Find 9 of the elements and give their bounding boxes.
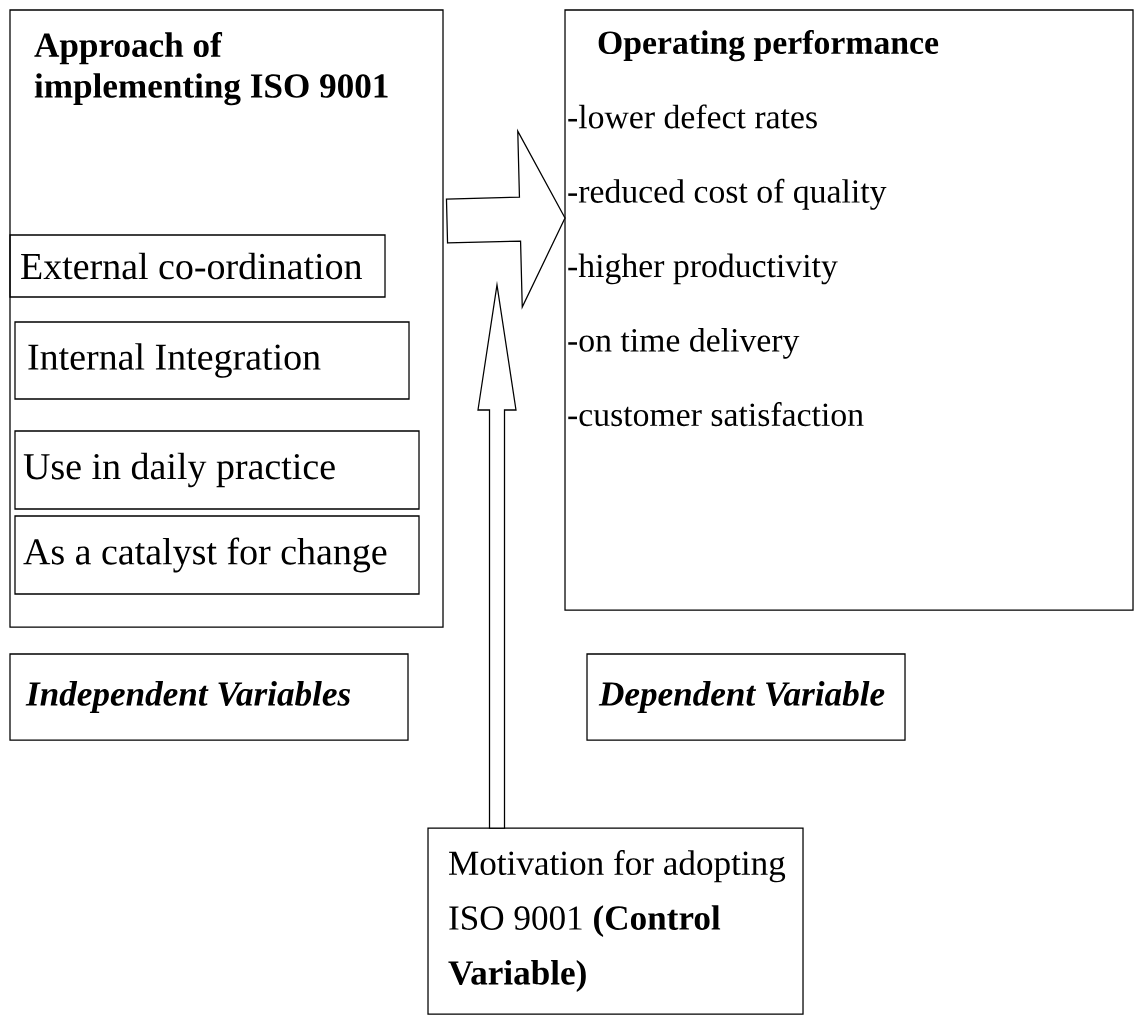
variable-box: Independent Variables <box>9 653 409 741</box>
item-box: Use in daily practice <box>14 430 420 510</box>
control-box: Motivation for adopting ISO 9001 (Control Variable) <box>427 827 804 1015</box>
block-arrow <box>445 128 566 310</box>
result-box: Operating performance -lower defect rates -reduced cost of quality -higher productivity -on time delivery -customer satisfaction <box>564 9 1134 611</box>
item-box: As a catalyst for change <box>14 515 420 595</box>
variable-box: Dependent Variable <box>586 653 906 741</box>
item-box: External co-ordination <box>9 234 386 298</box>
item-box: Internal Integration <box>14 321 410 400</box>
